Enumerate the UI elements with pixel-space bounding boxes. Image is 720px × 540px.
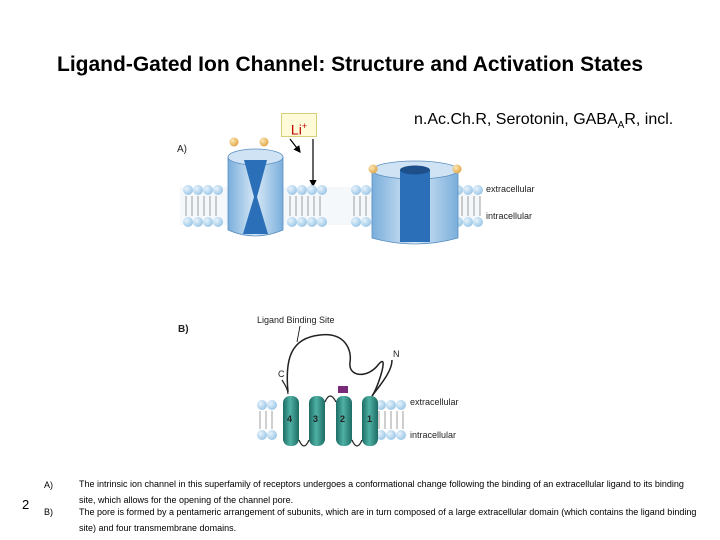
bound-ligand-1 [368,164,378,174]
note-a-text: The intrinsic ion channel in this superf… [79,479,684,505]
note-b-text: The pore is formed by a pentameric arran… [79,507,697,533]
membrane-bilayer-b [257,400,406,440]
extracellular-label-b: extracellular [410,397,459,407]
helix-3 [309,396,325,446]
ion-arrow-left [289,138,301,153]
binding-site-pointer [296,325,301,343]
helix-2-label: 2 [340,414,345,424]
bound-ligand-2 [452,164,462,174]
helix-1-label: 1 [367,414,372,424]
transmembrane-helices: 4 3 2 1 [283,395,378,447]
panel-b-label: B) [178,324,189,335]
slide-title: Ligand-Gated Ion Channel: Structure and … [57,53,644,76]
panel-a-label: A) [177,144,187,155]
intracellular-label-a: intracellular [486,211,532,221]
note-a-letter: A) [44,480,53,490]
ligand-2 [259,137,269,147]
note-b-letter: B) [44,507,53,517]
c-terminus-label: C [278,369,285,379]
ligand-binding-site-label: Ligand Binding Site [257,315,335,325]
extracellular-domain-loop [286,334,384,397]
helix-3-label: 3 [313,414,318,424]
slide-number: 2 [22,497,30,512]
ligand-1 [229,137,239,147]
extracellular-label-a: extracellular [486,184,535,194]
helix-1 [362,396,378,446]
binding-site-marker [338,386,348,393]
closed-channel [227,148,284,237]
lithium-ion-label: Li+ [281,113,317,138]
helix-2 [336,396,352,446]
helix-4-label: 4 [287,414,292,424]
helix-4 [283,396,299,446]
n-terminus-label: N [393,349,400,359]
intracellular-label-b: intracellular [410,430,456,440]
open-channel [371,160,459,245]
receptor-list: n.Ac.Ch.R, Serotonin, GABAAR, incl. [414,111,674,132]
